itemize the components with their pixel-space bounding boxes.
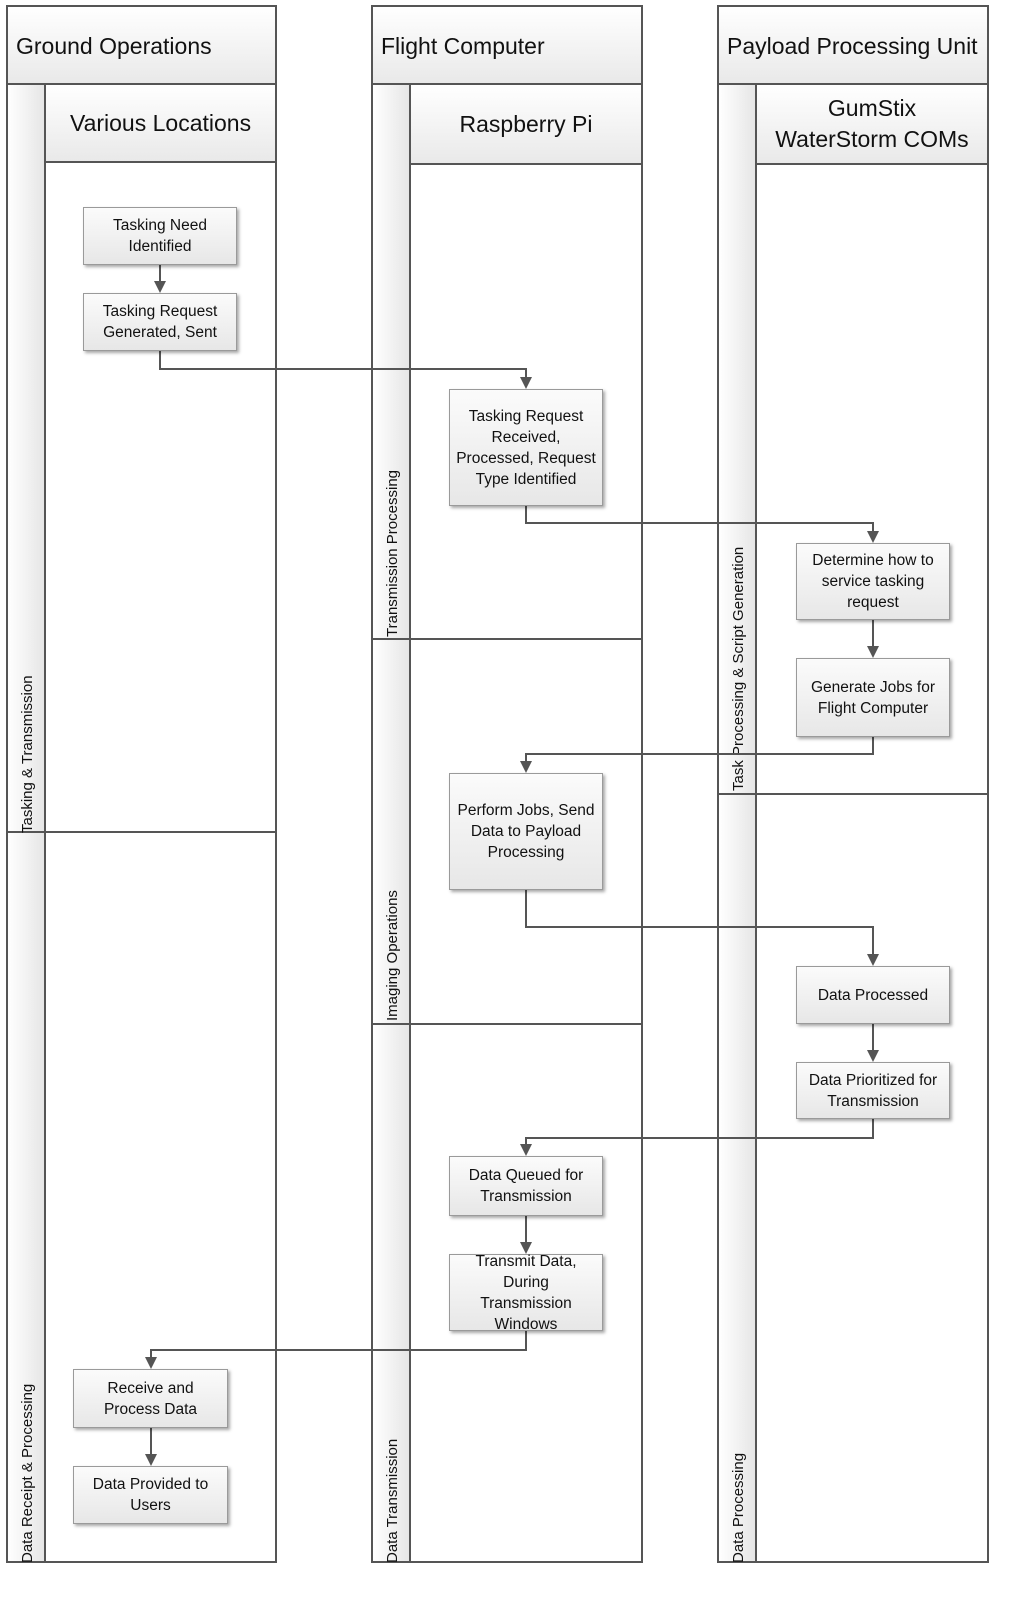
step-transmit-data: Transmit Data, During Transmission Windo…: [449, 1253, 603, 1333]
phase-label-task-processing-script-generation: Task Processing & Script Generation: [730, 546, 747, 791]
pool-title: Flight Computer: [373, 7, 641, 85]
phase-label-data-transmission: Data Transmission: [384, 1438, 401, 1563]
phase-label-data-receipt-processing: Data Receipt & Processing: [19, 1383, 36, 1563]
phase-strip: [719, 85, 757, 1561]
phase-divider: [8, 831, 275, 833]
phase-label-transmission-processing: Transmission Processing: [384, 470, 401, 637]
phase-label-tasking-transmission: Tasking & Transmission: [19, 675, 36, 833]
phase-divider: [373, 638, 641, 640]
phase-divider: [373, 1023, 641, 1025]
lane-title: Raspberry Pi: [409, 85, 641, 165]
step-data-queued: Data Queued for Transmission: [449, 1156, 603, 1216]
phase-strip: [373, 85, 411, 1561]
step-tasking-request-generated: Tasking Request Generated, Sent: [83, 293, 237, 351]
step-data-provided: Data Provided to Users: [73, 1466, 228, 1524]
phase-strip: [8, 85, 46, 1561]
lane-title: Various Locations: [44, 85, 275, 163]
pool-title: Payload Processing Unit: [719, 7, 987, 85]
phase-divider: [719, 793, 987, 795]
step-data-prioritized: Data Prioritized for Transmission: [796, 1062, 950, 1119]
pool-payload-processing-unit: Payload Processing Unit GumStix WaterSto…: [717, 5, 989, 1563]
step-perform-jobs: Perform Jobs, Send Data to Payload Proce…: [449, 773, 603, 890]
step-determine-service: Determine how to service tasking request: [796, 543, 950, 620]
lane-title: GumStix WaterStorm COMs: [755, 85, 987, 165]
step-data-processed: Data Processed: [796, 966, 950, 1024]
phase-label-data-processing: Data Processing: [730, 1452, 747, 1563]
step-tasking-need-identified: Tasking Need Identified: [83, 207, 237, 265]
step-tasking-request-received: Tasking Request Received, Processed, Req…: [449, 389, 603, 506]
pool-title: Ground Operations: [8, 7, 275, 85]
step-receive-process-data: Receive and Process Data: [73, 1369, 228, 1428]
step-generate-jobs: Generate Jobs for Flight Computer: [796, 658, 950, 737]
phase-label-imaging-operations: Imaging Operations: [384, 890, 401, 1021]
